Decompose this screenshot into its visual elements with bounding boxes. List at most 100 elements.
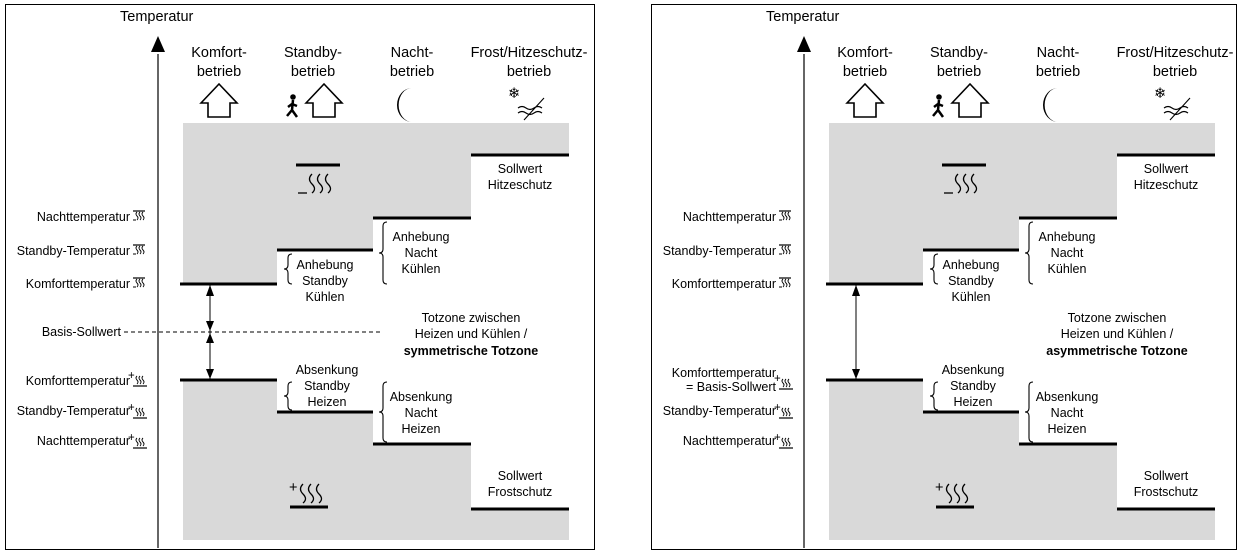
mode-header-line2: betrieb bbox=[197, 64, 241, 80]
label-absenkung: Absenkung bbox=[942, 363, 1005, 377]
heating-icon: + bbox=[128, 402, 147, 419]
cooling-icon bbox=[133, 244, 145, 255]
label-totzone: Totzone zwischen bbox=[422, 311, 521, 325]
label-nacht: Nacht bbox=[405, 406, 438, 420]
label-heat-comfort: Komforttemperatur bbox=[672, 366, 776, 380]
axis-arrow bbox=[797, 36, 811, 52]
mode-header-line1: Standby- bbox=[284, 45, 342, 61]
label-hitzeschutz: Hitzeschutz bbox=[488, 178, 553, 192]
heating-zone bbox=[829, 380, 1215, 540]
svg-text:+: + bbox=[128, 370, 135, 382]
label-nacht: Nacht bbox=[405, 246, 438, 260]
mode-header-line2: betrieb bbox=[390, 64, 434, 80]
label-sollwert: Sollwert bbox=[1144, 162, 1189, 176]
label-hitzeschutz: Hitzeschutz bbox=[1134, 178, 1199, 192]
label-standby: Standby bbox=[948, 274, 995, 288]
svg-text:❄: ❄ bbox=[1154, 86, 1166, 102]
brace-standby-heat bbox=[929, 381, 939, 411]
heating-icon: + bbox=[128, 370, 147, 387]
label-cool-comfort: Komforttemperatur bbox=[26, 277, 130, 291]
axis-title: Temperatur bbox=[766, 9, 840, 25]
svg-text:+: + bbox=[774, 402, 781, 414]
label-sollwert: Sollwert bbox=[1144, 469, 1189, 483]
cooling-icon bbox=[779, 244, 791, 255]
label-anhebung: Anhebung bbox=[392, 230, 449, 244]
label-heat-night: Nachttemperatur bbox=[37, 434, 130, 448]
label-anhebung: Anhebung bbox=[1038, 230, 1095, 244]
cooling-symbol bbox=[296, 163, 340, 194]
label-heat-night: Nachttemperatur bbox=[683, 434, 776, 448]
svg-text:+: + bbox=[289, 480, 297, 496]
svg-text:+: + bbox=[935, 480, 943, 496]
mode-header-line1: Komfort- bbox=[837, 45, 893, 61]
brace-night-cool bbox=[378, 221, 388, 285]
house-icon bbox=[199, 82, 239, 118]
label-nacht: Nacht bbox=[1051, 246, 1084, 260]
svg-text:❄: ❄ bbox=[508, 86, 520, 102]
cooling-icon bbox=[133, 210, 145, 221]
heating-icon: + bbox=[774, 402, 793, 419]
house-icon bbox=[845, 82, 885, 118]
mode-header-line2: betrieb bbox=[1153, 64, 1197, 80]
label-base-setpoint: Basis-Sollwert bbox=[42, 325, 122, 339]
axis-title: Temperatur bbox=[120, 9, 194, 25]
label-heat-standby: Standby-Temperatur bbox=[663, 404, 776, 418]
label-absenkung: Absenkung bbox=[296, 363, 359, 377]
label-nacht: Nacht bbox=[1051, 406, 1084, 420]
frost-heat-icon: ❄ bbox=[1154, 86, 1191, 121]
label-frostschutz: Frostschutz bbox=[488, 485, 553, 499]
mode-header-line1: Nacht- bbox=[391, 45, 434, 61]
person-house-icon bbox=[286, 82, 344, 118]
label-absenkung: Absenkung bbox=[1036, 390, 1099, 404]
heating-icon: + bbox=[128, 432, 147, 449]
label-heizen: Heizen bbox=[954, 395, 993, 409]
label-totzone-type: symmetrische Totzone bbox=[404, 344, 539, 358]
moon-icon bbox=[397, 88, 412, 122]
brace-night-heat bbox=[1024, 381, 1034, 443]
label-cool-night: Nachttemperatur bbox=[37, 210, 130, 224]
label-kuehlen: Kühlen bbox=[306, 290, 345, 304]
label-cool-night: Nachttemperatur bbox=[683, 210, 776, 224]
heating-symbol: + bbox=[935, 480, 974, 509]
cooling-symbol bbox=[942, 163, 986, 194]
label-standby: Standby bbox=[302, 274, 349, 288]
label-cool-comfort: Komforttemperatur bbox=[672, 277, 776, 291]
label-cool-standby: Standby-Temperatur bbox=[663, 244, 776, 258]
label-totzone-type: asymmetrische Totzone bbox=[1046, 344, 1188, 358]
brace-standby-heat bbox=[283, 381, 293, 411]
label-sollwert: Sollwert bbox=[498, 162, 543, 176]
label-heizen: Heizen bbox=[402, 422, 441, 436]
mode-header-line1: Frost/Hitzeschutz- bbox=[471, 45, 588, 61]
cooling-icon bbox=[779, 210, 791, 221]
deadzone-arrows bbox=[852, 285, 860, 379]
mode-header-line2: betrieb bbox=[1036, 64, 1080, 80]
label-heat-standby: Standby-Temperatur bbox=[17, 404, 130, 418]
label-totzone: Totzone zwischen bbox=[1068, 311, 1167, 325]
label-frostschutz: Frostschutz bbox=[1134, 485, 1199, 499]
label-kuehlen: Kühlen bbox=[1048, 262, 1087, 276]
mode-header-line2: betrieb bbox=[291, 64, 335, 80]
frame bbox=[5, 4, 595, 550]
mode-header-line1: Frost/Hitzeschutz- bbox=[1117, 45, 1234, 61]
brace-night-heat bbox=[378, 381, 388, 443]
svg-text:+: + bbox=[774, 432, 781, 444]
deadzone-arrows bbox=[206, 285, 214, 379]
diagram: TemperaturKomfort-betriebStandby-betrieb… bbox=[651, 4, 1237, 550]
cooling-zone bbox=[829, 123, 1215, 284]
label-standby: Standby bbox=[950, 379, 997, 393]
heating-icon: + bbox=[774, 432, 793, 449]
cooling-icon bbox=[133, 277, 145, 288]
person-house-icon bbox=[932, 82, 990, 118]
frost-heat-icon: ❄ bbox=[508, 86, 545, 121]
label-anhebung: Anhebung bbox=[296, 258, 353, 272]
mode-header-line1: Komfort- bbox=[191, 45, 247, 61]
brace-standby-cool bbox=[929, 253, 939, 285]
label-cool-standby: Standby-Temperatur bbox=[17, 244, 130, 258]
moon-icon bbox=[1043, 88, 1058, 122]
frame bbox=[651, 4, 1237, 550]
heating-zone bbox=[183, 380, 569, 540]
mode-header-line2: betrieb bbox=[937, 64, 981, 80]
mode-header-line1: Nacht- bbox=[1037, 45, 1080, 61]
label-heat-comfort-base: = Basis-Sollwert bbox=[686, 380, 776, 394]
